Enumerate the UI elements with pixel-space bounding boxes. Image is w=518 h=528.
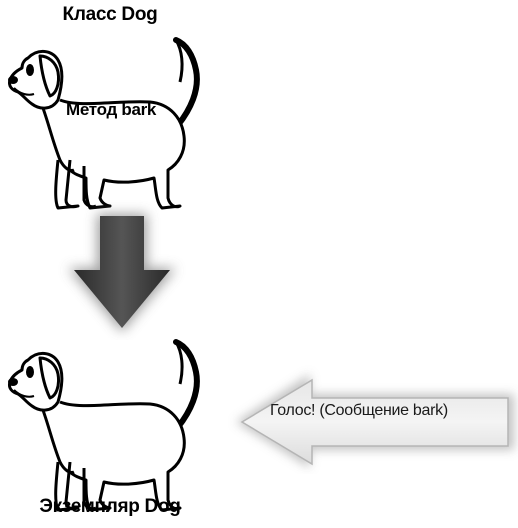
dog-instance-illustration — [0, 332, 220, 522]
down-arrow-icon — [52, 200, 192, 340]
dog-class-illustration — [0, 30, 220, 220]
dog-shape — [8, 40, 197, 208]
dog-shape — [8, 342, 197, 510]
instance-title: Экземпляр Dog — [0, 496, 220, 518]
class-title: Класс Dog — [0, 4, 220, 26]
message-label: Голос! (Сообщение bark) — [270, 402, 448, 420]
method-label: Метод bark — [66, 100, 156, 120]
